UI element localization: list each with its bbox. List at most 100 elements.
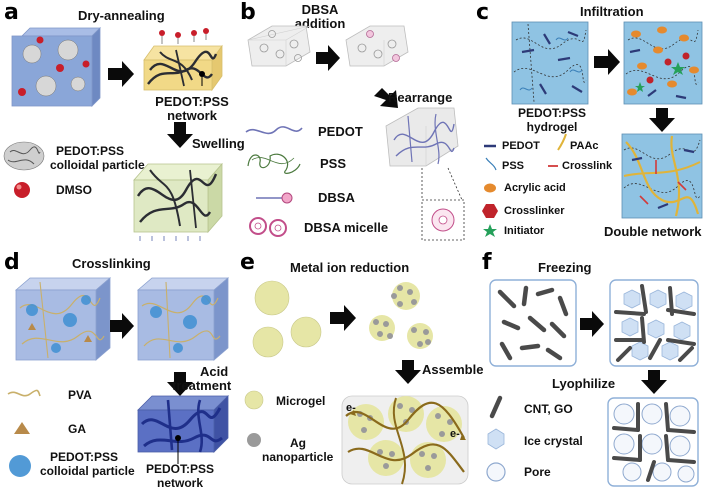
panel-b-graphics (245, 25, 465, 241)
legend-d-colloid-1: PEDOT:PSS (50, 450, 119, 464)
panel-a-label: a (4, 0, 19, 25)
hydrogel-block-1 (511, 21, 589, 105)
network-label-d-2: network (156, 476, 203, 490)
electron-label-left: e- (346, 402, 356, 414)
microgel-sphere-icon (244, 390, 264, 410)
paac-chain-icon (557, 133, 567, 151)
legend-a-colloid-1: PEDOT:PSS (56, 144, 125, 158)
acrylic-acid-icon (484, 183, 496, 193)
panel-b: b DBSA addition (236, 0, 472, 245)
panel-e: e Metal ion reduction (236, 248, 483, 494)
pedot-chain-icon (245, 126, 303, 135)
arrow-right (580, 311, 604, 337)
legend-d-colloid-2: colloidal particle (40, 464, 135, 478)
panel-b-title-1: DBSA (301, 2, 339, 17)
dmso-sphere-icon (14, 182, 30, 198)
panel-d-title: Crosslinking (72, 256, 151, 271)
crosslink-cube-2 (136, 277, 230, 361)
legend-c-crosslinker: Crosslinker (504, 205, 565, 217)
legend-c-initiator: Initiator (504, 225, 545, 237)
legend-c-crosslink: Crosslink (562, 160, 613, 172)
step-label-treatment: treatment (172, 378, 232, 393)
legend-d-pva: PVA (68, 388, 92, 402)
network-label-a-1: PEDOT:PSS (155, 94, 229, 109)
pva-chain-icon (7, 389, 41, 397)
step-label-acid: Acid (200, 364, 229, 379)
crosslink-cube-1 (14, 277, 112, 361)
electron-label-right: e- (450, 428, 460, 440)
pedot-network-block (137, 395, 229, 464)
panel-c-title: Infiltration (580, 4, 644, 19)
dry-annealed-film (143, 28, 223, 92)
network-label-a-2: network (167, 108, 217, 123)
legend-c-pedot: PEDOT (502, 140, 540, 152)
network-label-d-1: PEDOT:PSS (145, 462, 214, 476)
arrow-down (649, 108, 675, 132)
panel-f-graphics (486, 279, 699, 487)
panel-a-graphics (3, 27, 223, 241)
legend-e-microgel: Microgel (276, 394, 326, 408)
legend-c-acrylic-acid: Acrylic acid (504, 182, 566, 194)
legend-b-dbsa-micelle: DBSA micelle (304, 220, 389, 235)
legend-f-ice-crystal: Ice crystal (524, 434, 583, 448)
result-label-double-network: Double network (604, 224, 702, 239)
panel-e-title: Metal ion reduction (290, 260, 410, 275)
dispersion-box (489, 279, 577, 367)
panel-d-graphics (7, 277, 230, 477)
legend-a-dmso: DMSO (56, 183, 92, 197)
legend-f-cnt-go: CNT, GO (524, 402, 573, 416)
panel-c-label: c (476, 0, 490, 25)
panel-f: f Freezing (472, 248, 708, 494)
step-label-assemble: Assemble (422, 362, 484, 377)
legend-b-pedot: PEDOT (318, 124, 363, 139)
decorated-microgel-group (369, 282, 433, 349)
panel-f-label: f (482, 250, 492, 275)
arrow-down (167, 122, 193, 148)
ag-nanoparticle-icon (247, 433, 261, 447)
zoom-callout (421, 167, 465, 241)
legend-e-ag-2: nanoparticle (262, 450, 334, 464)
frozen-box (609, 279, 699, 367)
dbsa-micelle-icon (249, 217, 287, 237)
ice-crystal-icon (487, 428, 505, 450)
legend-c-pss: PSS (502, 160, 525, 172)
arrow-down (641, 370, 667, 394)
arrow-down (167, 372, 193, 396)
swollen-film (133, 162, 223, 241)
assembled-network (341, 395, 469, 485)
step-label-lyophilize: Lyophilize (552, 376, 616, 391)
rearranged-cube (385, 107, 459, 167)
arrow-down (395, 360, 421, 384)
initiator-star-icon (483, 224, 497, 237)
panel-b-label: b (240, 0, 256, 25)
arrow-right (110, 313, 134, 339)
step-label-rearrange: Rearrange (388, 90, 453, 105)
cnt-go-rod-icon (489, 395, 503, 419)
panel-a: a Dry-annealing (0, 0, 245, 245)
crosslinker-hexagon-icon (482, 204, 498, 218)
legend-b-dbsa: DBSA (318, 190, 355, 205)
panel-e-graphics (244, 280, 469, 485)
legend-f-pore: Pore (524, 465, 551, 479)
panel-c-graphics (482, 21, 703, 237)
step-label-swelling: Swelling (192, 136, 245, 151)
double-network-block (621, 133, 703, 219)
arrow-right (594, 49, 620, 75)
dbsa-molecule-icon (256, 192, 293, 204)
hydrogel-label-2: hydrogel (526, 120, 578, 134)
colloidal-particle-icon (3, 141, 45, 171)
pss-chain-icon (247, 153, 301, 174)
arrow-right (316, 45, 340, 71)
legend-e-ag-1: Ag (290, 436, 306, 450)
hydrogel-label-1: PEDOT:PSS (517, 106, 586, 120)
dbsa-cube-2 (345, 25, 409, 67)
panel-d-label: d (4, 250, 20, 275)
dbsa-cube-1 (247, 25, 311, 67)
legend-a-colloid-2: colloidal particle (50, 158, 145, 172)
pss-curve-icon (485, 157, 497, 171)
panel-f-title: Freezing (538, 260, 592, 275)
legend-d-ga: GA (68, 422, 86, 436)
arrow-right (330, 305, 356, 331)
legend-c-paac: PAAc (570, 140, 599, 152)
